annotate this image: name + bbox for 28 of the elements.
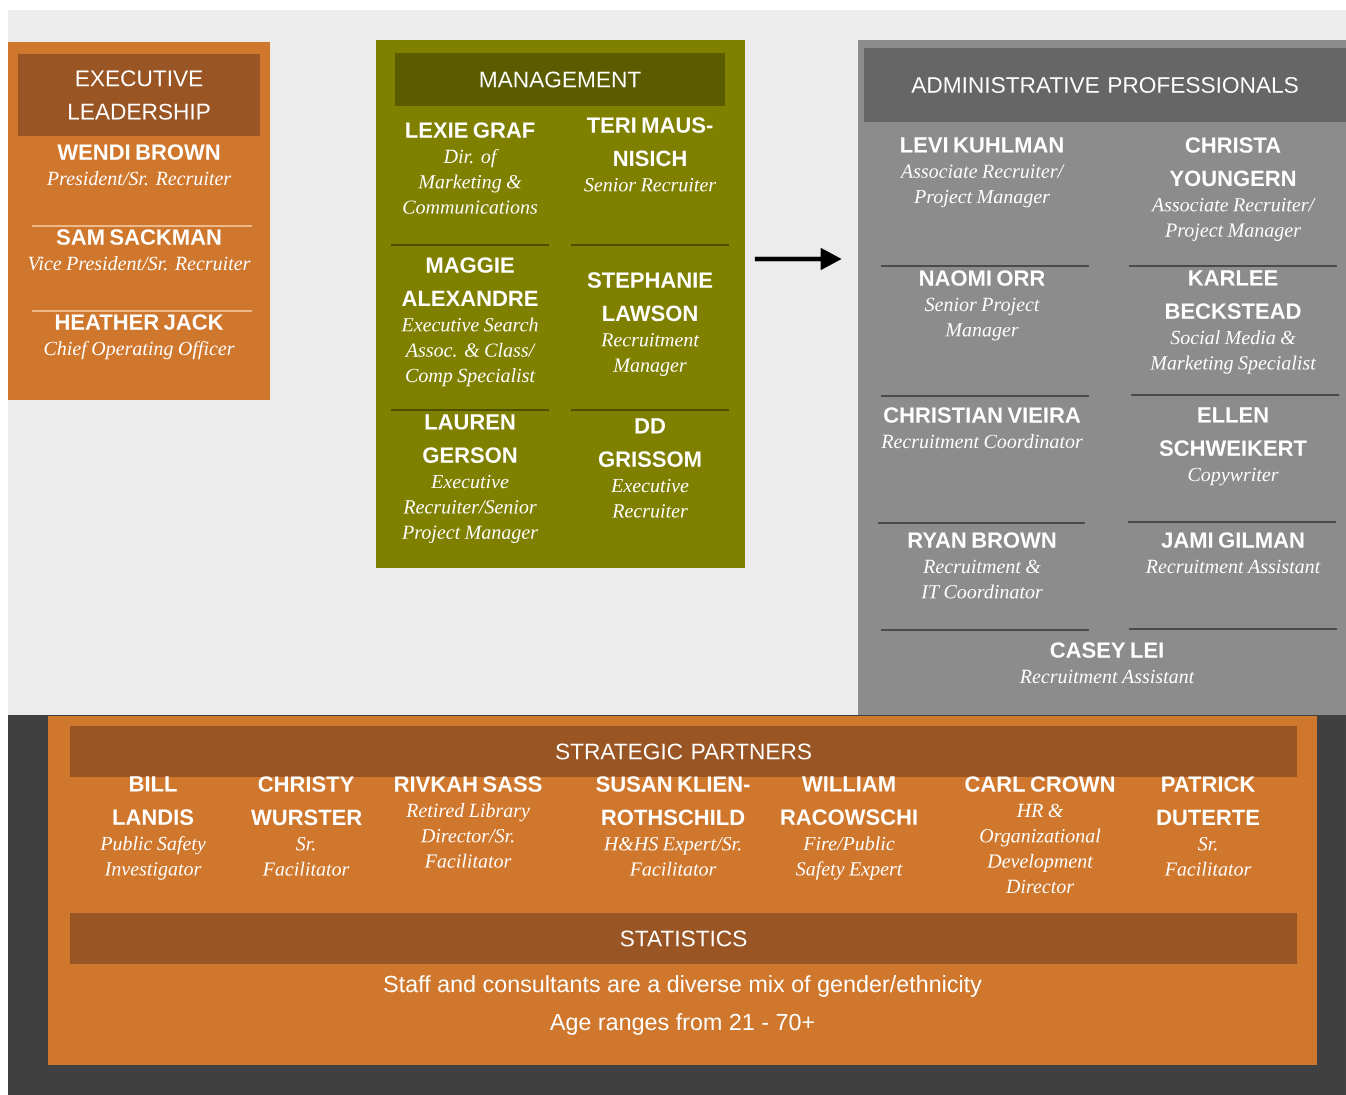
person-entry: BILL LANDIS Public Safety Investigator: [100, 776, 206, 880]
person-entry: NAOMI ORR Senior Project Manager: [920, 270, 1045, 341]
person-entry: RIVKAH SASS Retired Library Director/Sr. Facilitator: [395, 776, 542, 868]
node-label: STRATEGIC PARTNERS: [556, 743, 811, 760]
person-entry: STEPHANIE LAWSON Recruitment Manager: [587, 272, 713, 376]
person-entry: CARL CROWN HR & Organizational Development Director: [965, 776, 1115, 894]
person-entry: SAM SACKMAN Vice President/Sr. Recruiter: [28, 229, 251, 271]
person-entry: LAUREN GERSON Executive Recruiter/Senior Project Manager: [401, 414, 538, 543]
person-entry: JAMI GILMAN Recruitment Assistant: [1145, 532, 1321, 574]
person-entry: KARLEE BECKSTEAD Social Media & Marketing Specialist: [1150, 270, 1317, 374]
node-label: STATISTICS: [620, 930, 747, 947]
person-entry: ELLEN SCHWEIKERT Copywriter: [1159, 407, 1307, 486]
person-entry: CHRISTA YOUNGERN Associate Recruiter/ Project Manager: [1150, 137, 1316, 241]
person-entry: WILLIAM RACOWSCHI Fire/Public Safety Expert: [781, 776, 917, 880]
person-entry: SUSAN KLIEN-ROTHSCHILD H&HS Expert/Sr. Facilitator: [596, 776, 750, 876]
person-entry: CASEY LEI Recruitment Assistant: [1019, 642, 1195, 684]
person-entry: DD GRISSOM Executive Recruiter: [598, 418, 701, 518]
person-entry: MAGGIE ALEXANDRE Executive Search Assoc. & Class/ Comp Specialist: [401, 257, 538, 387]
person-entry: CHRISTY WURSTER Sr. Facilitator: [251, 776, 362, 876]
person-entry: LEVI KUHLMAN Associate Recruiter/ Project Manager: [899, 137, 1065, 208]
person-entry: RYAN BROWN Recruitment & IT Coordinator: [908, 532, 1056, 599]
person-entry: PATRICK DUTERTE Sr. Facilitator: [1157, 776, 1260, 876]
person-entry: CHRISTIAN VIEIRA Recruitment Coordinator: [881, 407, 1083, 449]
person-entry: HEATHER JACK Chief Operating Officer: [44, 314, 235, 360]
statement-text: Staff and consultants are a diverse mix of gender/ethnicity Age ranges from 21 - 70+: [384, 975, 982, 1035]
person-entry: LEXIE GRAF Dir. of Marketing & Communications: [403, 122, 538, 214]
person-entry: WENDI BROWN President/Sr. Recruiter: [46, 144, 232, 186]
person-entry: TERI MAUS-NISICH Senior Recruiter: [584, 117, 717, 192]
